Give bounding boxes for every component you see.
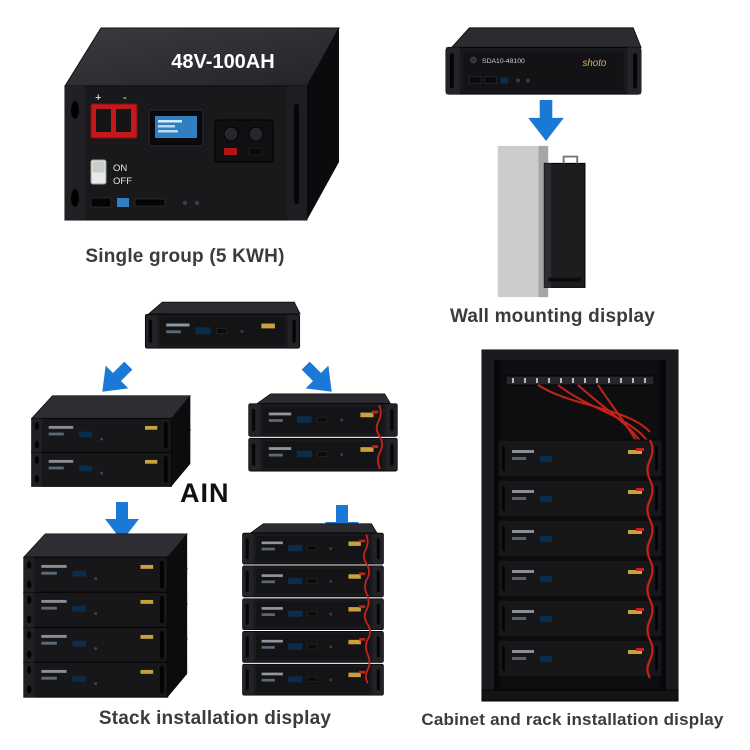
terminal-minus-label: - <box>123 92 127 104</box>
rack-unit-model-label: SDA10-48100 <box>482 58 525 65</box>
battery-cabinet-rack <box>481 349 679 702</box>
terminal-plus-label: + <box>95 92 101 104</box>
stack-center-label: AIN <box>180 478 230 508</box>
wall-mounting-caption: Wall mounting display <box>449 306 656 327</box>
stack-four-units-perspective <box>23 533 188 698</box>
stack-source-unit <box>140 300 305 349</box>
red-cable <box>362 534 371 684</box>
stack-five-units-front <box>242 523 384 696</box>
single-group-caption: Single group (5 KWH) <box>85 246 285 267</box>
stack-two-units-front <box>248 393 398 472</box>
battery-handle <box>562 155 579 164</box>
brand-logo: shoto <box>582 58 606 69</box>
busbar <box>505 375 655 386</box>
switch-on-label: ON <box>113 163 127 174</box>
red-cable <box>375 404 384 470</box>
red-cable-vertical <box>646 439 654 679</box>
rack-unit-front: SDA10-48100 shoto <box>445 27 642 95</box>
cabinet-rack-caption: Cabinet and rack installation display <box>421 710 724 729</box>
stack-two-units-perspective <box>31 395 191 487</box>
down-arrow-icon <box>528 100 564 141</box>
product-model-label: 48V-100AH <box>171 51 274 73</box>
wall-mounted-battery <box>497 145 586 298</box>
single-group-battery-unit: 48V-100AH + - ON OFF <box>64 27 340 221</box>
cabinet-battery-units <box>497 439 663 678</box>
stack-installation-caption: Stack installation display <box>98 708 332 729</box>
switch-off-label: OFF <box>113 176 132 187</box>
terminal-block <box>214 119 274 163</box>
